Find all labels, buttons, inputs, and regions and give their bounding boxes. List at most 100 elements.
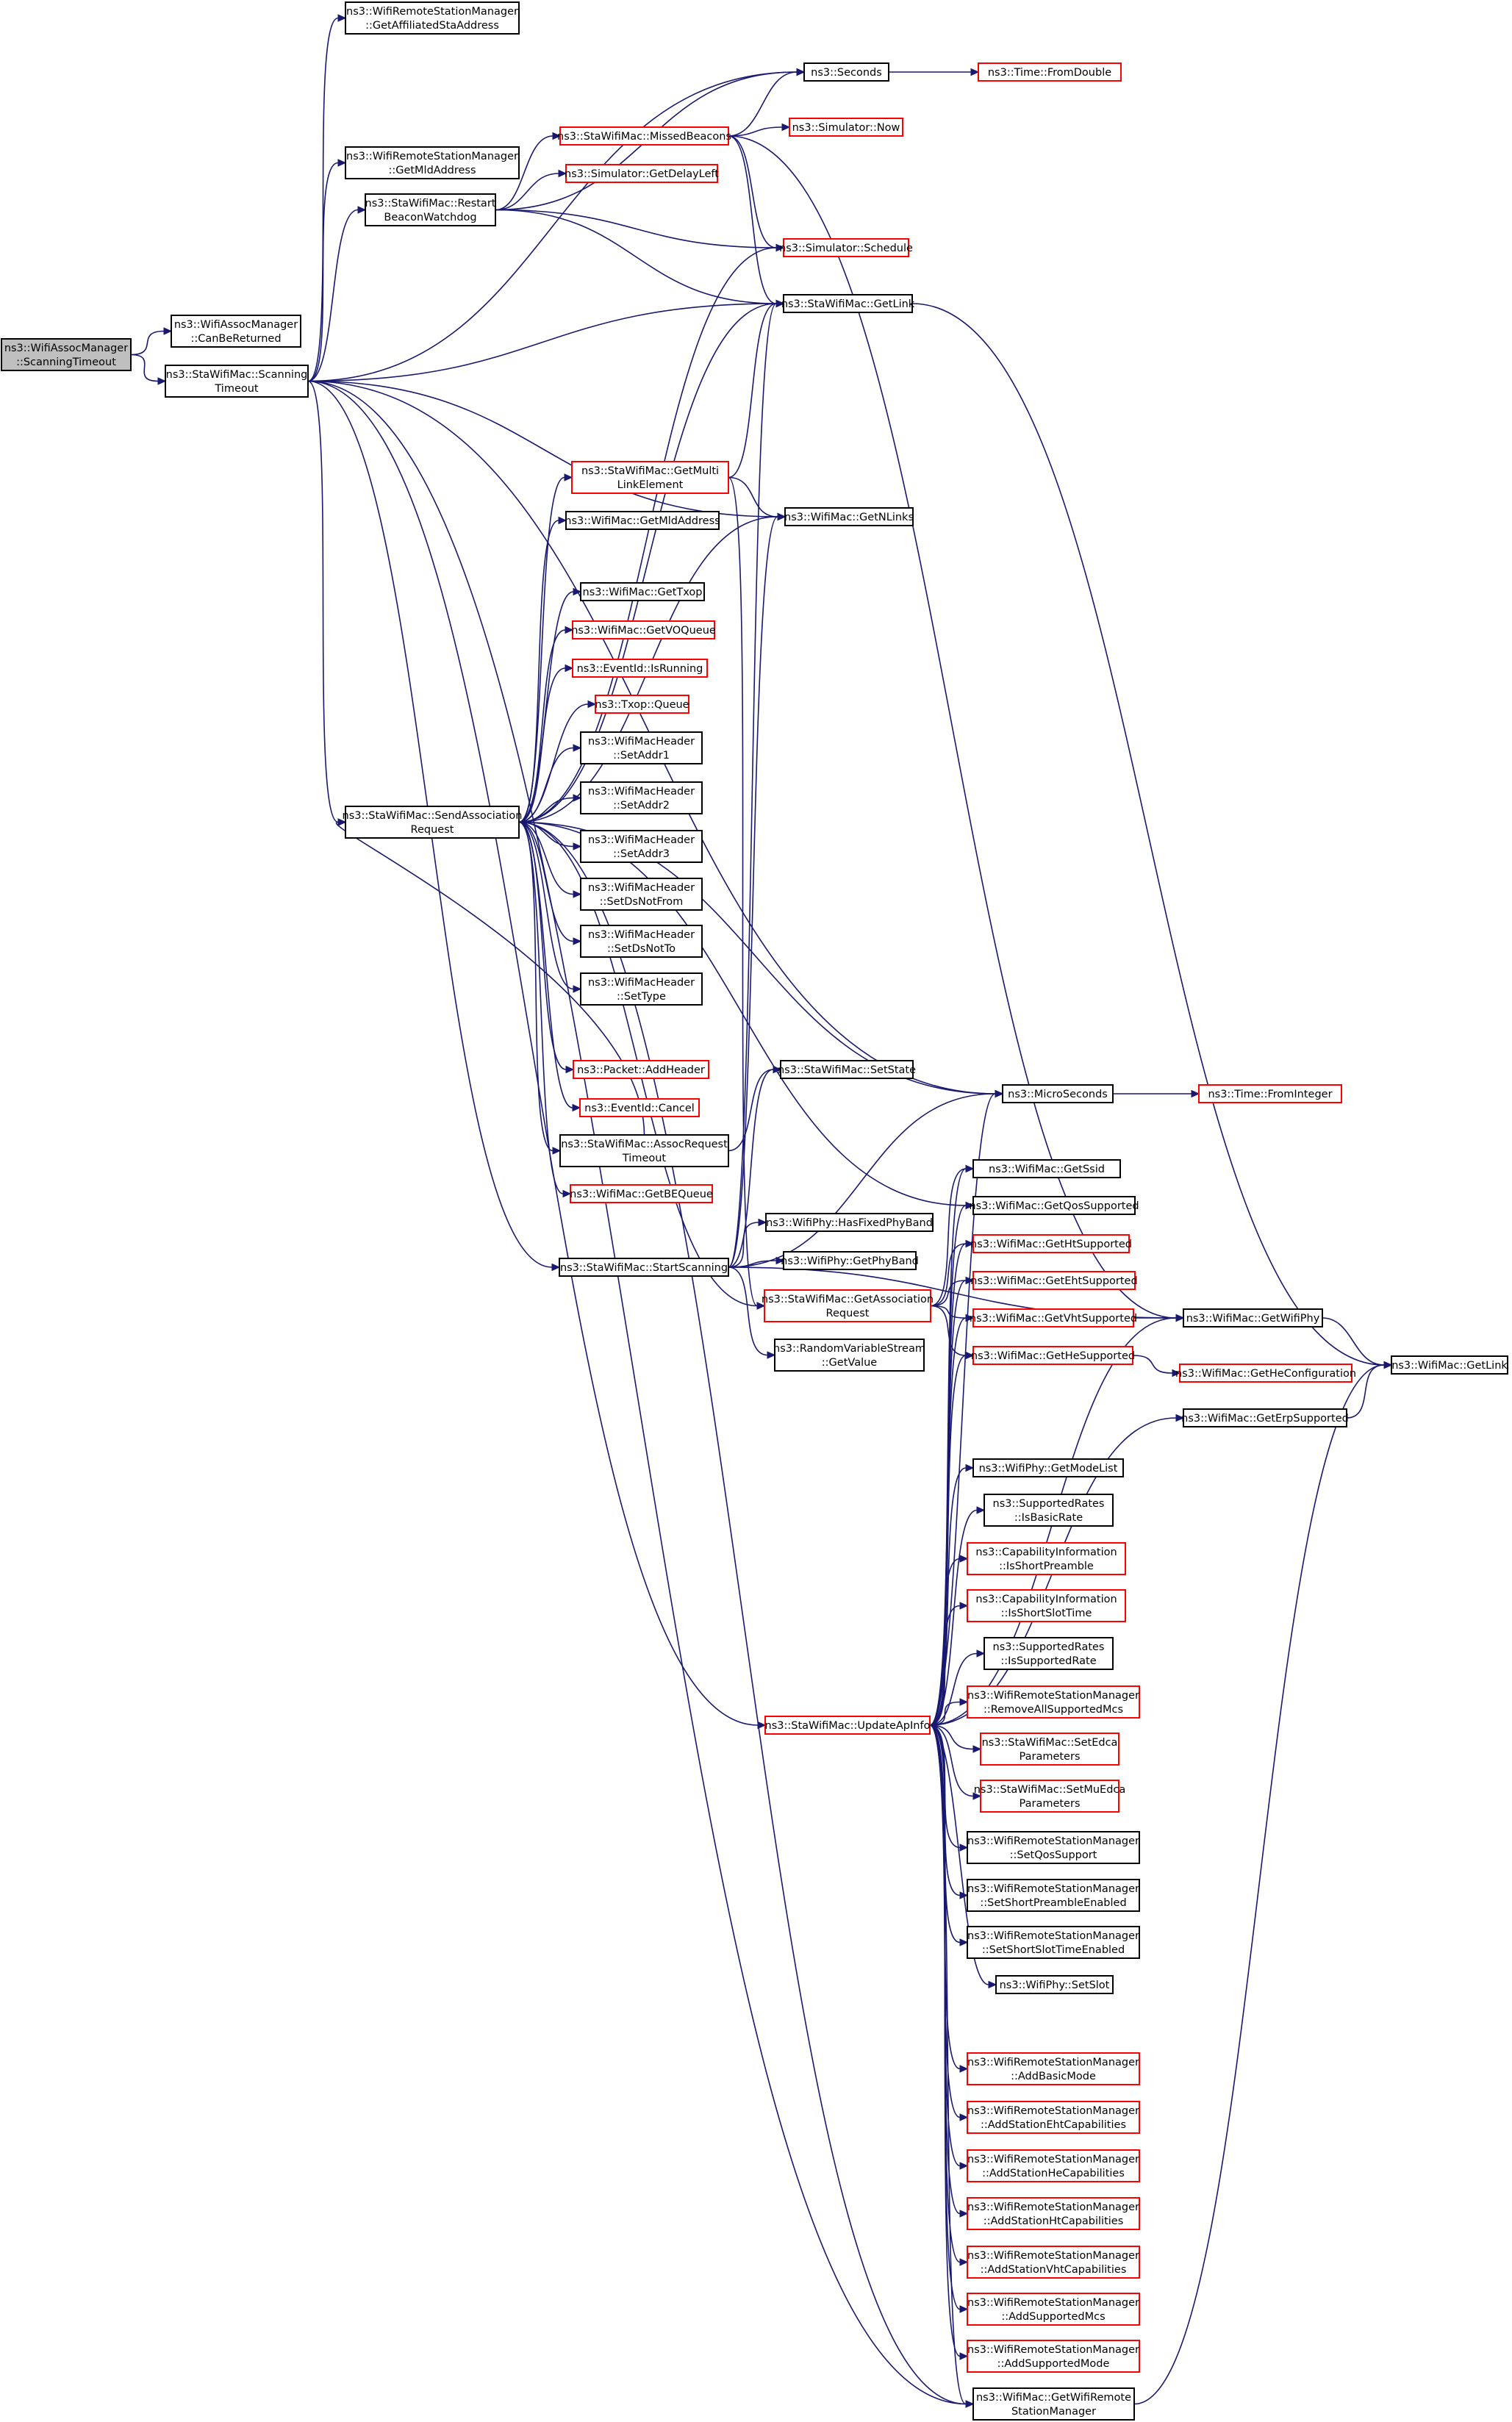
node-isBasicRate[interactable]: ns3::SupportedRates::IsBasicRate	[983, 1494, 1114, 1527]
edge-arrowhead	[573, 937, 582, 945]
node-setAddr3[interactable]: ns3::WifiMacHeader::SetAddr3	[580, 830, 703, 863]
node-addBasicMode[interactable]: ns3::WifiRemoteStationManager::AddBasicM…	[967, 2052, 1140, 2085]
node-updateApInfo[interactable]: ns3::StaWifiMac::UpdateApInfo	[764, 1716, 931, 1735]
node-label: ns3::WifiRemoteStationManager	[967, 2297, 1139, 2309]
node-setDsNotFrom[interactable]: ns3::WifiMacHeader::SetDsNotFrom	[580, 878, 703, 911]
edge-missedBeacons-to-getWifiPhy	[728, 135, 1185, 1322]
edge-getMultiLink-to-getAssocReq	[728, 476, 766, 1310]
node-addVhtCaps[interactable]: ns3::WifiRemoteStationManager::AddStatio…	[967, 2246, 1140, 2279]
node-addHeader[interactable]: ns3::Packet::AddHeader	[573, 1060, 709, 1079]
edge-updateApInfo-to-setEdca	[929, 1724, 982, 1753]
edge-arrowhead	[565, 664, 574, 673]
edge-line	[1132, 1355, 1173, 1374]
node-getWifiRsm[interactable]: ns3::WifiMac::GetWifiRemoteStationManage…	[972, 2387, 1135, 2421]
node-getModeList[interactable]: ns3::WifiPhy::GetModeList	[972, 1458, 1124, 1477]
node-missedBeacons[interactable]: ns3::StaWifiMac::MissedBeacons	[557, 126, 731, 146]
node-rvsGetValue[interactable]: ns3::RandomVariableStream::GetValue	[773, 1339, 925, 1372]
node-label: ns3::Time::FromInteger	[1208, 1089, 1332, 1100]
node-addEhtCaps[interactable]: ns3::WifiRemoteStationManager::AddStatio…	[967, 2101, 1140, 2134]
node-addSupportedMode[interactable]: ns3::WifiRemoteStationManager::AddSuppor…	[967, 2340, 1140, 2373]
node-setAddr1[interactable]: ns3::WifiMacHeader::SetAddr1	[580, 731, 703, 764]
node-getSsid[interactable]: ns3::WifiMac::GetSsid	[972, 1159, 1121, 1178]
node-getQos[interactable]: ns3::WifiMac::GetQosSupported	[969, 1196, 1139, 1215]
node-getNLinks[interactable]: ns3::WifiMac::GetNLinks	[784, 507, 914, 526]
node-setQosSupport[interactable]: ns3::WifiRemoteStationManager::SetQosSup…	[967, 1831, 1140, 1864]
node-isSupportedRate[interactable]: ns3::SupportedRates::IsSupportedRate	[983, 1637, 1114, 1670]
node-box	[972, 1346, 1133, 1365]
node-box	[780, 1060, 914, 1079]
node-getVOQueue[interactable]: ns3::WifiMac::GetVOQueue	[571, 620, 716, 639]
node-hasFixedPhyBand[interactable]: ns3::WifiPhy::HasFixedPhyBand	[765, 1213, 934, 1232]
node-getDelayLeft[interactable]: ns3::Simulator::GetDelayLeft	[565, 164, 719, 183]
node-box	[345, 1, 520, 35]
node-getLinkMac[interactable]: ns3::WifiMac::GetLink	[1391, 1355, 1508, 1375]
node-label: ns3::StaWifiMac::GetLink	[781, 298, 915, 310]
node-isShortPreamble[interactable]: ns3::CapabilityInformation::IsShortPream…	[967, 1542, 1126, 1575]
node-label: ns3::MicroSeconds	[1008, 1089, 1108, 1100]
node-seconds[interactable]: ns3::Seconds	[803, 62, 889, 82]
node-fromInteger[interactable]: ns3::Time::FromInteger	[1198, 1084, 1342, 1103]
edge-arrowhead	[965, 1314, 975, 1322]
node-setShortPreamble[interactable]: ns3::WifiRemoteStationManager::SetShortP…	[967, 1879, 1140, 1912]
node-label: ns3::WifiMacHeader	[588, 977, 695, 989]
node-getMldAddrRsm[interactable]: ns3::WifiRemoteStationManager::GetMldAdd…	[345, 146, 520, 179]
edge-line	[307, 380, 759, 1726]
node-getEht[interactable]: ns3::WifiMac::GetEhtSupported	[970, 1271, 1138, 1290]
node-setState[interactable]: ns3::StaWifiMac::SetState	[778, 1060, 916, 1079]
node-getTxop[interactable]: ns3::WifiMac::GetTxop	[580, 582, 705, 601]
node-canBeReturned[interactable]: ns3::WifiAssocManager::CanBeReturned	[171, 315, 301, 348]
node-setSlot[interactable]: ns3::WifiPhy::SetSlot	[995, 1975, 1114, 1994]
node-addHeCaps[interactable]: ns3::WifiRemoteStationManager::AddStatio…	[967, 2149, 1140, 2182]
node-getVht[interactable]: ns3::WifiMac::GetVhtSupported	[970, 1308, 1137, 1328]
edge-line	[728, 1266, 768, 1356]
node-getAffiliated[interactable]: ns3::WifiRemoteStationManager::GetAffili…	[345, 1, 520, 35]
node-isShortSlot[interactable]: ns3::CapabilityInformation::IsShortSlotT…	[967, 1589, 1126, 1622]
edge-arrowhead	[972, 1745, 982, 1753]
node-getBEQueue[interactable]: ns3::WifiMac::GetBEQueue	[570, 1184, 713, 1203]
node-box	[967, 2101, 1140, 2134]
edge-getMultiLink-to-getLinkSta	[728, 299, 785, 479]
node-label: ns3::WifiRemoteStationManager	[967, 2057, 1139, 2068]
node-setType[interactable]: ns3::WifiMacHeader::SetType	[580, 972, 703, 1006]
node-getWifiPhy[interactable]: ns3::WifiMac::GetWifiPhy	[1183, 1308, 1323, 1328]
node-label: ns3::StaWifiMac::SetEdca	[982, 1737, 1118, 1749]
node-fromDouble[interactable]: ns3::Time::FromDouble	[978, 62, 1122, 82]
node-box	[783, 294, 913, 313]
node-getHt[interactable]: ns3::WifiMac::GetHtSupported	[970, 1234, 1132, 1253]
node-getHeConfig[interactable]: ns3::WifiMac::GetHeConfiguration	[1175, 1364, 1356, 1383]
node-getMldAddrMac[interactable]: ns3::WifiMac::GetMldAddress	[565, 511, 720, 530]
node-addSupportedMcs[interactable]: ns3::WifiRemoteStationManager::AddSuppor…	[967, 2293, 1140, 2326]
node-txopQueue[interactable]: ns3::Txop::Queue	[595, 695, 689, 714]
node-getLinkSta[interactable]: ns3::StaWifiMac::GetLink	[781, 294, 915, 313]
node-microSeconds[interactable]: ns3::MicroSeconds	[1002, 1084, 1114, 1103]
node-setAddr2[interactable]: ns3::WifiMacHeader::SetAddr2	[580, 781, 703, 814]
edge-arrowhead	[959, 1555, 969, 1563]
node-setShortSlot[interactable]: ns3::WifiRemoteStationManager::SetShortS…	[967, 1926, 1140, 1959]
edge-sendAssoc-to-isRunning	[518, 664, 574, 823]
node-label: ::SetQosSupport	[1010, 1849, 1097, 1861]
edge-line	[518, 821, 574, 942]
node-setDsNotTo[interactable]: ns3::WifiMacHeader::SetDsNotTo	[580, 925, 703, 958]
node-scanningTimeout[interactable]: ns3::StaWifiMac::ScanningTimeout	[165, 365, 309, 398]
node-isRunning[interactable]: ns3::EventId::IsRunning	[572, 659, 708, 678]
node-getErp[interactable]: ns3::WifiMac::GetErpSupported	[1181, 1408, 1349, 1427]
node-now[interactable]: ns3::Simulator::Now	[789, 118, 903, 137]
node-addHtCaps[interactable]: ns3::WifiRemoteStationManager::AddStatio…	[967, 2197, 1140, 2230]
edge-sendAssoc-to-assocReqTimeout	[518, 821, 562, 1155]
node-cancel[interactable]: ns3::EventId::Cancel	[579, 1098, 700, 1117]
node-root[interactable]: ns3::WifiAssocManager::ScanningTimeout	[1, 338, 132, 371]
node-startScanning[interactable]: ns3::StaWifiMac::StartScanning	[559, 1258, 729, 1277]
node-removeAllMcs[interactable]: ns3::WifiRemoteStationManager::RemoveAll…	[967, 1685, 1140, 1719]
node-getPhyBand[interactable]: ns3::WifiPhy::GetPhyBand	[781, 1251, 919, 1270]
edge-line	[930, 1280, 967, 1307]
node-schedule[interactable]: ns3::Simulator::Schedule	[779, 238, 913, 257]
edge-startScanning-to-microSeconds	[728, 1089, 1004, 1268]
node-getHe[interactable]: ns3::WifiMac::GetHeSupported	[971, 1346, 1135, 1365]
